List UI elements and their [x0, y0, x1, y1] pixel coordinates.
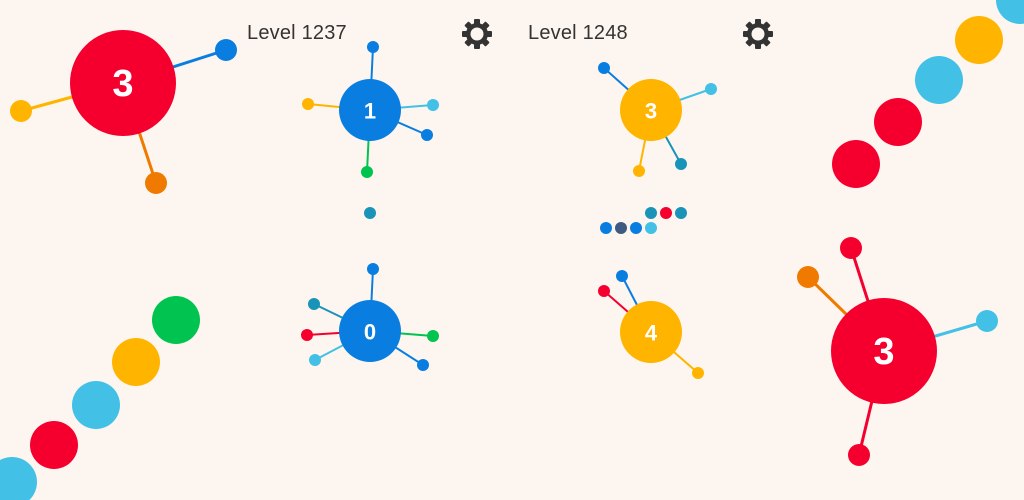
pin-ball	[302, 98, 314, 110]
target-hub-left-bottom-count: 0	[364, 320, 376, 345]
target-hub-right-bottom[interactable]	[620, 301, 682, 363]
queue-ball	[996, 0, 1024, 24]
ammo-ball	[600, 222, 612, 234]
target-hub-hero-right[interactable]	[831, 298, 937, 404]
pin-ball	[692, 367, 704, 379]
queue-ball	[955, 16, 1003, 64]
ammo-ball	[615, 222, 627, 234]
ammo-ball	[645, 207, 657, 219]
target-hub-right-bottom-count: 4	[645, 321, 658, 346]
pin-ball	[427, 99, 439, 111]
pin-ball	[10, 100, 32, 122]
queue-ball	[72, 381, 120, 429]
ammo-ball	[645, 222, 657, 234]
level-label-right: Level 1248	[528, 22, 628, 44]
target-hub-hero-left-count: 3	[112, 63, 133, 105]
pin-ball	[675, 158, 687, 170]
pin-ball	[797, 266, 819, 288]
pin-ball	[848, 444, 870, 466]
pin-ball	[598, 285, 610, 297]
pin-ball	[417, 359, 429, 371]
pin-ball	[367, 263, 379, 275]
queue-ball	[832, 140, 880, 188]
target-hub-left-bottom[interactable]	[339, 300, 401, 362]
queue-ball	[112, 338, 160, 386]
target-hub-left-top[interactable]	[339, 79, 401, 141]
gear-icon	[462, 19, 492, 49]
pin-ball	[976, 310, 998, 332]
settings-gear-icon-left[interactable]	[460, 17, 494, 51]
pin-ball	[367, 41, 379, 53]
queue-ball	[152, 296, 200, 344]
queue-ball	[30, 421, 78, 469]
pin-ball	[598, 62, 610, 74]
level-label-left: Level 1237	[247, 22, 347, 44]
ammo-ball	[660, 207, 672, 219]
target-hub-hero-left[interactable]	[70, 30, 176, 136]
ammo-ball	[675, 207, 687, 219]
pin-ball	[145, 172, 167, 194]
pin-ball	[633, 165, 645, 177]
pin-ball	[301, 329, 313, 341]
gear-icon	[743, 19, 773, 49]
target-hub-right-top[interactable]	[620, 79, 682, 141]
pin-ball	[308, 298, 320, 310]
ammo-ball	[630, 222, 642, 234]
queue-ball	[874, 98, 922, 146]
shooter-ball	[364, 207, 376, 219]
target-hub-hero-right-count: 3	[873, 331, 894, 373]
pin-ball	[705, 83, 717, 95]
target-hub-right-top-count: 3	[645, 99, 657, 124]
queue-ball	[0, 457, 37, 500]
pin-ball	[361, 166, 373, 178]
pin-ball	[215, 39, 237, 61]
pin-ball	[309, 354, 321, 366]
pin-ball	[421, 129, 433, 141]
queue-ball	[915, 56, 963, 104]
pin-ball	[840, 237, 862, 259]
pin-ball	[616, 270, 628, 282]
settings-gear-icon-right[interactable]	[741, 17, 775, 51]
target-hub-left-top-count: 1	[364, 99, 376, 124]
pin-ball	[427, 330, 439, 342]
